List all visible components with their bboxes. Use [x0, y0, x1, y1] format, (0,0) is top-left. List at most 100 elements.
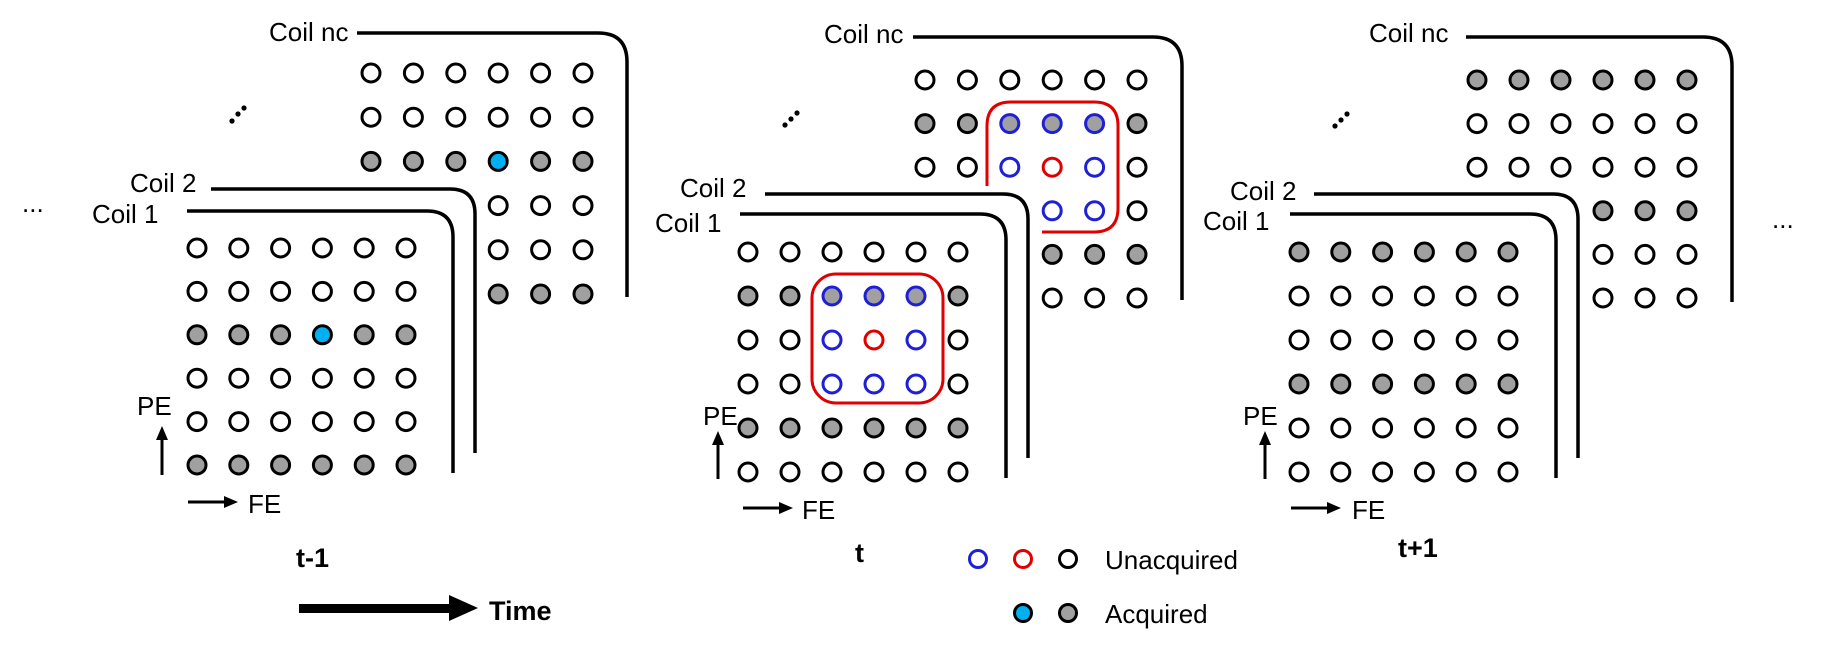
unacquired-sample	[1634, 243, 1656, 265]
acquired-sample	[228, 324, 250, 346]
coil-nc-frame	[357, 31, 629, 297]
unacquired-target-sample	[1041, 156, 1063, 178]
unacquired-sample	[1676, 113, 1698, 135]
unacquired-sample	[487, 239, 509, 261]
unacquired-sample	[1330, 461, 1352, 483]
coil-nc-grid	[1466, 69, 1698, 309]
ellipsis-dot	[241, 105, 247, 111]
acquired-sample	[737, 285, 759, 307]
unacquired-sample	[1550, 113, 1572, 135]
unacquired-sample	[1041, 287, 1063, 309]
coil-1-grid	[737, 241, 969, 483]
unacquired-sample	[311, 411, 333, 433]
unacquired-sample	[1413, 329, 1435, 351]
unacquired-sample	[572, 106, 594, 128]
unacquired-sample	[1592, 113, 1614, 135]
acquired-sample	[737, 417, 759, 439]
acquired-sample	[530, 283, 552, 305]
acquired-sample	[863, 417, 885, 439]
unacquired-sample	[1466, 113, 1488, 135]
unacquired-sample	[1497, 285, 1519, 307]
unacquired-sample	[270, 237, 292, 259]
unacquired-sample	[530, 106, 552, 128]
neighborhood-kernel-outline	[810, 272, 945, 405]
unacquired-sample	[821, 461, 843, 483]
pe-arrow-icon	[712, 431, 724, 479]
acquired-sample	[186, 324, 208, 346]
panel-t-minus-1: Coil nc Coil 2 Coil 1 PE FE t-1	[92, 17, 629, 573]
unacquired-sample	[1126, 69, 1148, 91]
unacquired-sample	[1497, 417, 1519, 439]
acquired-sample	[311, 454, 333, 476]
acquired-sample	[360, 150, 382, 172]
unacquired-sample	[353, 367, 375, 389]
unacquired-sample	[445, 106, 467, 128]
unacquired-sample	[863, 461, 885, 483]
unacquired-neighbor-sample	[821, 329, 843, 351]
unacquired-sample	[1288, 461, 1310, 483]
unacquired-sample	[1372, 285, 1394, 307]
unacquired-sample	[779, 329, 801, 351]
acquired-sample	[445, 150, 467, 172]
unacquired-sample	[737, 461, 759, 483]
coil-1-frame	[187, 209, 455, 473]
unacquired-sample	[228, 237, 250, 259]
time-label-t: t	[855, 538, 864, 568]
unacquired-sample	[1372, 417, 1394, 439]
coil-1-frame	[1290, 212, 1558, 478]
acquired-sample	[914, 113, 936, 135]
coil-nc-label: Coil nc	[824, 19, 903, 49]
unacquired-neighbor-sample	[905, 373, 927, 395]
unacquired-sample	[402, 62, 424, 84]
unacquired-sample	[956, 156, 978, 178]
unacquired-sample	[186, 367, 208, 389]
acquired-neighbor-sample	[863, 285, 885, 307]
time-label-t-minus-1: t-1	[296, 543, 329, 573]
unacquired-sample	[1126, 156, 1148, 178]
acquired-sample	[1676, 69, 1698, 91]
fe-arrow-icon	[743, 502, 793, 514]
unacquired-sample	[228, 280, 250, 302]
acquired-neighbor-sample	[999, 113, 1021, 135]
unacquired-sample	[186, 237, 208, 259]
pe-axis-label: PE	[703, 401, 738, 431]
fe-arrow-icon	[1291, 502, 1341, 514]
coil-2-frame	[211, 187, 477, 453]
unacquired-sample	[395, 367, 417, 389]
panel-t-plus-1: Coil nc Coil 2 Coil 1 PE FE t+1	[1203, 18, 1734, 563]
ellipsis-left: ...	[22, 188, 44, 218]
ellipsis-dot	[1344, 111, 1350, 117]
legend-black-ring-icon	[1058, 549, 1078, 569]
coil-nc-label: Coil nc	[269, 17, 348, 47]
unacquired-neighbor-sample	[1084, 200, 1106, 222]
unacquired-sample	[1466, 156, 1488, 178]
unacquired-sample	[270, 280, 292, 302]
unacquired-sample	[947, 329, 969, 351]
ellipsis-dot	[788, 116, 794, 122]
unacquired-sample	[395, 280, 417, 302]
acquired-sample	[1330, 241, 1352, 263]
unacquired-sample	[914, 69, 936, 91]
unacquired-sample	[1592, 243, 1614, 265]
coil-nc-grid	[360, 62, 594, 305]
unacquired-sample	[395, 411, 417, 433]
unacquired-sample	[186, 411, 208, 433]
acquired-sample	[1455, 241, 1477, 263]
legend-acquired-label: Acquired	[1105, 599, 1208, 629]
unacquired-neighbor-sample	[1084, 156, 1106, 178]
unacquired-sample	[1126, 200, 1148, 222]
acquired-sample	[1330, 373, 1352, 395]
unacquired-sample	[530, 62, 552, 84]
unacquired-sample	[1372, 329, 1394, 351]
unacquired-sample	[530, 195, 552, 217]
coil-1-label: Coil 1	[655, 208, 721, 238]
acquired-sample	[1455, 373, 1477, 395]
acquired-sample	[1413, 241, 1435, 263]
unacquired-sample	[1497, 461, 1519, 483]
unacquired-sample	[353, 411, 375, 433]
fe-axis-label: FE	[802, 495, 835, 525]
ellipsis-dot	[1338, 117, 1344, 123]
unacquired-neighbor-sample	[999, 156, 1021, 178]
unacquired-sample	[1508, 113, 1530, 135]
unacquired-sample	[1634, 287, 1656, 309]
